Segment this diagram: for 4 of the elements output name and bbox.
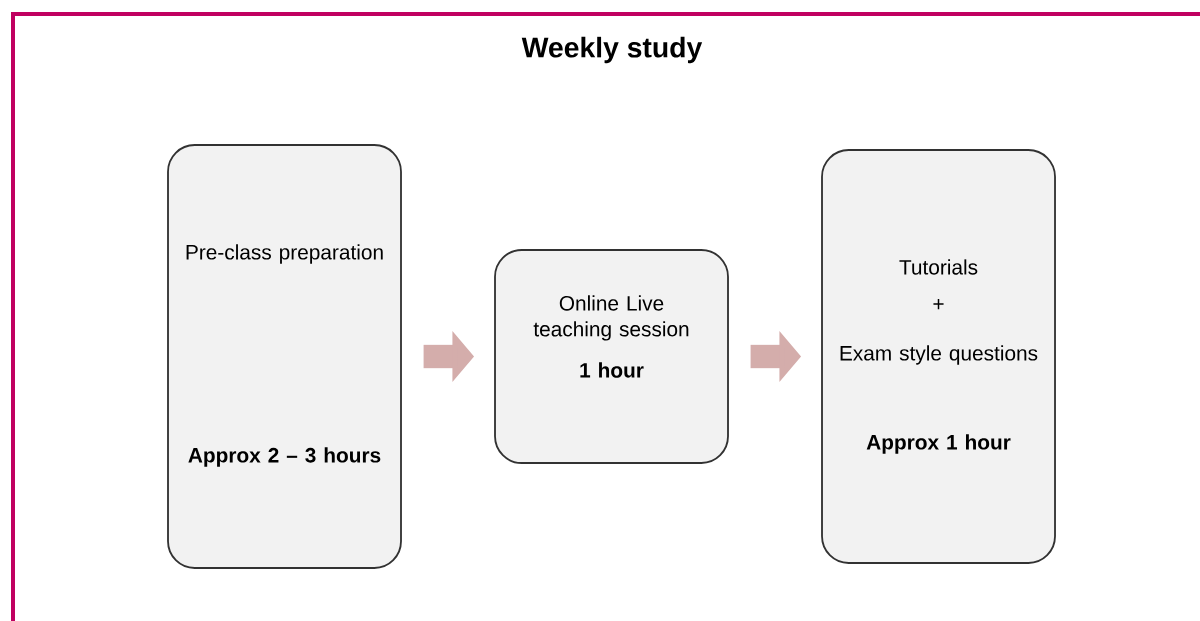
title: Weekly study xyxy=(521,36,703,64)
process-box: Tutorials + Exam style questions Approx 1 hour xyxy=(821,149,1056,564)
process-box: Online Live teaching session 1 hour xyxy=(494,249,729,464)
process-box: Pre-class preparation Approx 2 – 3 hours xyxy=(167,144,402,569)
